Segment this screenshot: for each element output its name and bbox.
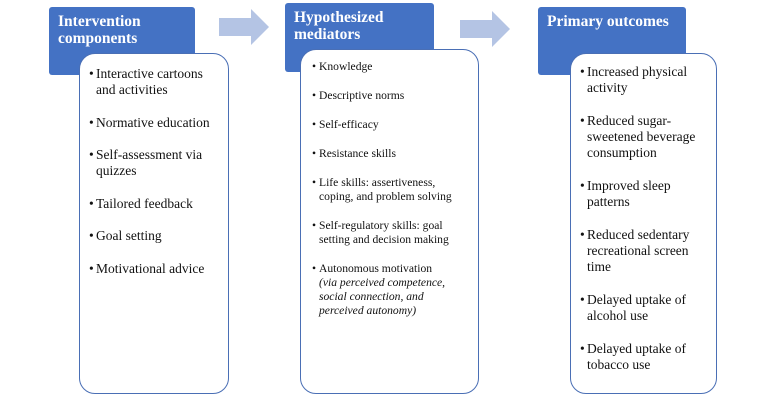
list-item: •Self-regulatory skills: goal setting an… — [312, 219, 449, 246]
list-item: •Delayed uptake of alcohol use — [580, 292, 686, 323]
header-label: Primary outcomes — [547, 13, 669, 30]
arrow-right-icon — [219, 9, 269, 45]
list-item: •Increased physical activity — [580, 64, 688, 95]
hypothesized-mediators-panel: •Knowledge •Descriptive norms •Self-effi… — [300, 49, 479, 394]
list-item-note: (via perceived competence, social connec… — [319, 276, 446, 317]
list-item: •Normative education — [89, 114, 210, 130]
list-item: •Reduced sedentary recreational screen t… — [580, 227, 690, 274]
list-item: •Motivational advice — [89, 260, 205, 276]
list-item: •Reduced sugar-sweetened beverage consum… — [580, 113, 696, 160]
list-item: •Tailored feedback — [89, 195, 193, 211]
primary-outcomes-panel: •Increased physical activity •Reduced su… — [570, 53, 717, 394]
header-label: Hypothesized mediators — [294, 9, 384, 43]
list-item: •Descriptive norms — [312, 89, 405, 102]
list-item: •Knowledge — [312, 60, 373, 73]
list-item: •Self-efficacy — [312, 118, 379, 131]
header-label: Intervention components — [58, 13, 141, 47]
list-item: •Autonomous motivation(via perceived com… — [312, 262, 446, 317]
list-item: •Life skills: assertiveness, coping, and… — [312, 176, 452, 203]
list-item: •Delayed uptake of tobacco use — [580, 341, 686, 372]
intervention-components-panel: •Interactive cartoons and activities •No… — [79, 53, 229, 394]
list-item: •Improved sleep patterns — [580, 178, 671, 209]
list-item: •Goal setting — [89, 228, 162, 243]
arrow-right-icon — [460, 11, 510, 47]
list-item: •Resistance skills — [312, 147, 396, 160]
list-item: •Interactive cartoons and activities — [89, 66, 203, 97]
list-item: •Self-assessment via quizzes — [89, 147, 203, 178]
